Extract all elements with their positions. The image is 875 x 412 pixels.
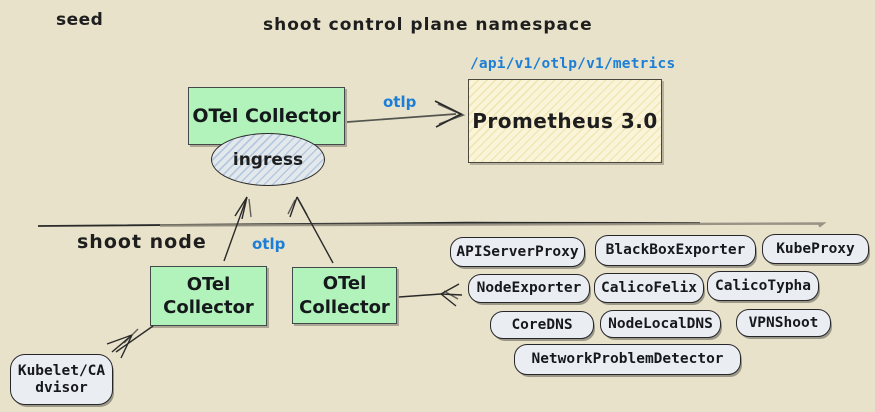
prometheus-endpoint-label: /api/v1/otlp/v1/metrics (470, 56, 676, 72)
kubelet-cadvisor-node: Kubelet/CA dvisor (10, 354, 113, 405)
seed-zone-label: seed (56, 10, 104, 30)
exporter-calicofelix: CalicoFelix (594, 273, 704, 303)
seed-otel-collector-label: OTel Collector (192, 105, 341, 127)
prometheus-label: Prometheus 3.0 (472, 109, 658, 133)
exporter-coredns: CoreDNS (490, 311, 594, 339)
shoot-node-label: shoot node (77, 231, 207, 253)
node-otel-collector-2-label: OTel Collector (299, 273, 390, 318)
exporter-vpnshoot: VPNShoot (736, 309, 831, 337)
exporter-networkproblemdetector: NetworkProblemDetector (514, 344, 741, 375)
arrow-exporters-to-collector2 (398, 283, 463, 307)
prometheus-node: Prometheus 3.0 (468, 79, 662, 163)
exporter-calicotypha: CalicoTypha (707, 271, 819, 301)
exporter-nodelocaldns: NodeLocalDNS (600, 310, 721, 338)
arrow-kubelet-to-collector1 (106, 325, 154, 359)
exporter-blackboxexporter: BlackBoxExporter (595, 235, 756, 266)
node-otel-collector-2: OTel Collector (292, 267, 397, 324)
ingress-node: ingress (211, 133, 325, 186)
exporter-nodeexporter: NodeExporter (468, 274, 590, 303)
otlp-edge-label-bottom: otlp (252, 235, 286, 253)
arrow-collector2-to-ingress (287, 196, 334, 264)
node-otel-collector-1-label: OTel Collector (163, 273, 254, 318)
exporter-kubeproxy: KubeProxy (762, 234, 869, 264)
seed-shoot-separator-line (37, 221, 827, 228)
kubelet-cadvisor-label: Kubelet/CA dvisor (17, 362, 106, 396)
node-otel-collector-1: OTel Collector (150, 266, 267, 326)
arrow-collector1-to-ingress (223, 196, 252, 262)
exporter-apiserverproxy: APIServerProxy (450, 237, 585, 267)
shoot-control-plane-namespace-label: shoot control plane namespace (263, 15, 593, 35)
otlp-edge-label-top: otlp (383, 93, 417, 111)
ingress-label: ingress (232, 149, 304, 170)
